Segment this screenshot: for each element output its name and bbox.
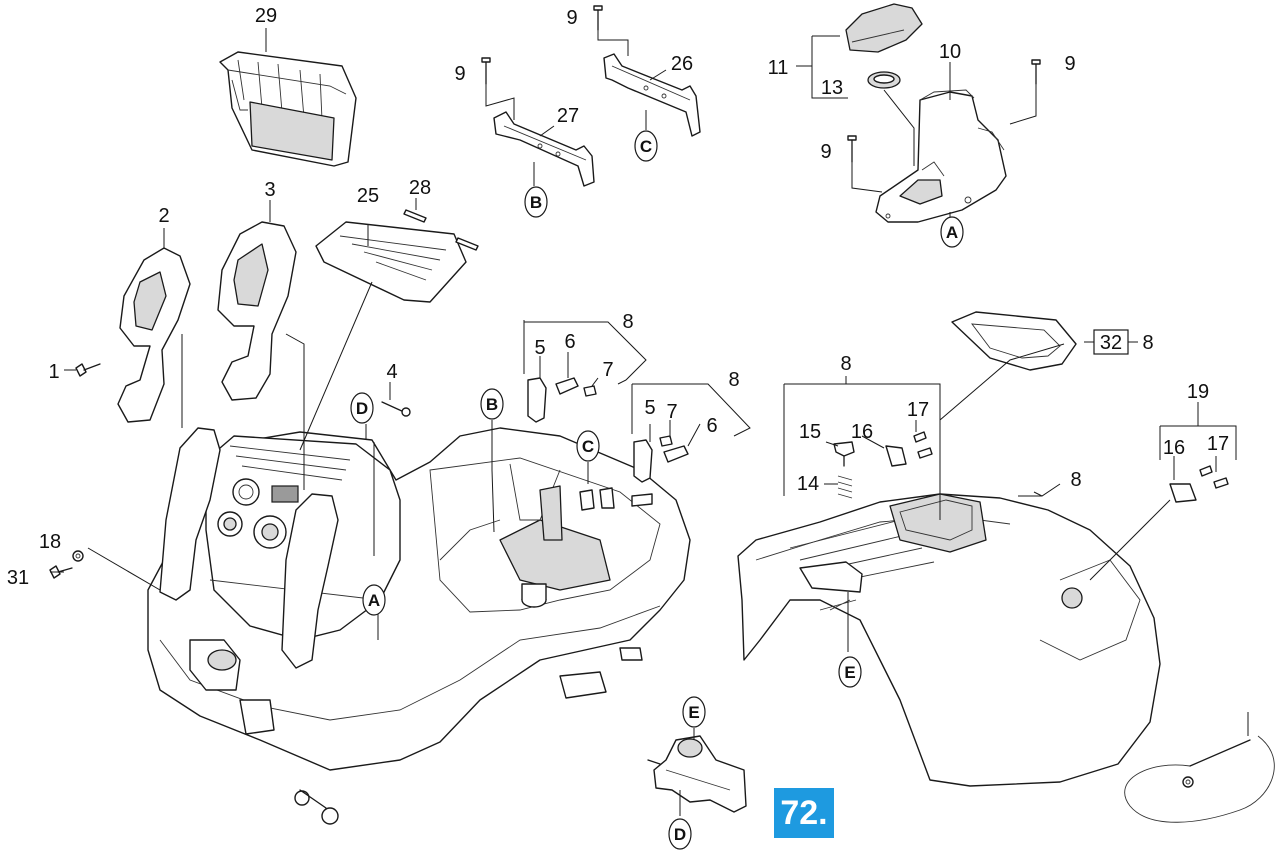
screw-1 — [75, 363, 101, 377]
label-7: 7 — [666, 401, 677, 423]
label-16: 16 — [1163, 437, 1185, 459]
svg-text:C: C — [582, 437, 594, 456]
base-chassis — [147, 427, 691, 825]
screw-4 — [381, 401, 411, 417]
part-13-grommet — [867, 71, 901, 89]
label-15: 15 — [799, 421, 821, 443]
label-8: 19 — [1187, 381, 1209, 403]
ref-marker-d-bracket: D — [668, 818, 692, 850]
svg-text:A: A — [368, 591, 380, 610]
part-29-storage-tray — [219, 51, 357, 167]
parts-14-17 — [833, 431, 1229, 503]
part-10-housing — [875, 89, 1007, 223]
label-8: 8 — [728, 369, 739, 391]
label-7: 7 — [602, 359, 613, 381]
sensor-bracket — [647, 735, 747, 813]
ref-marker-c-top: C — [634, 130, 658, 162]
part-32-gasket — [951, 311, 1077, 371]
label-3: 3 — [264, 179, 275, 201]
label-2: 2 — [158, 205, 169, 227]
reference-markers: B C A D B C A E — [350, 130, 964, 850]
ref-marker-a-top: A — [940, 216, 964, 248]
svg-text:D: D — [356, 399, 368, 418]
label-10: 10 — [939, 41, 961, 63]
svg-text:C: C — [640, 137, 652, 156]
part-26-bracket — [603, 53, 701, 137]
svg-text:D: D — [674, 825, 686, 844]
label-9: 9 — [1064, 53, 1075, 75]
label-8: 8 — [1070, 469, 1081, 491]
leader-lines — [50, 28, 1249, 816]
label-8: 8 — [1142, 332, 1153, 354]
part-5-clip-set-2 — [631, 435, 689, 507]
svg-text:E: E — [688, 703, 699, 722]
label-16: 16 — [851, 421, 873, 443]
label-9: 9 — [566, 7, 577, 29]
label-19: 18 — [39, 531, 61, 553]
svg-text:A: A — [946, 223, 958, 242]
label-8: 8 — [840, 353, 851, 375]
shroud-housing — [737, 493, 1161, 787]
svg-text:B: B — [486, 395, 498, 414]
label-29: 29 — [255, 5, 277, 27]
label-8: 8 — [622, 311, 633, 333]
ref-marker-b-base: B — [480, 388, 504, 420]
part-28-pins — [403, 209, 479, 251]
part-31-cable — [1124, 735, 1275, 823]
label-5: 5 — [534, 337, 545, 359]
label-11: 11 — [768, 57, 789, 79]
label-14: 14 — [797, 473, 819, 495]
part-25-lid — [315, 221, 467, 303]
ref-marker-b-top: B — [524, 186, 548, 218]
label-32: 32 — [1100, 332, 1122, 354]
ref-marker-c-base: C — [576, 430, 600, 462]
label-6: 6 — [564, 331, 575, 353]
label-6: 6 — [706, 415, 717, 437]
part-11-cap — [845, 3, 923, 53]
label-9: 9 — [454, 63, 465, 85]
label-32-box — [1093, 329, 1129, 355]
label-17: 17 — [1207, 433, 1229, 455]
ref-marker-e-shroud: E — [838, 656, 862, 688]
ref-marker-d-base: D — [350, 392, 374, 424]
label-13: 13 — [821, 77, 843, 99]
part-2-handle — [117, 247, 191, 423]
label-27: 27 — [557, 105, 579, 127]
svg-text:B: B — [530, 193, 542, 212]
page-number-badge: 72. — [774, 788, 834, 838]
part-3-handle — [217, 221, 297, 401]
part-number-labels: 29 9 26 11 13 10 9 9 27 9 28 2 3 25 8 5 … — [7, 5, 1229, 589]
ref-marker-a-base: A — [362, 584, 386, 616]
screw-9-parts — [481, 5, 1041, 163]
washer-19-screw-18 — [49, 550, 84, 579]
part-27-bracket — [493, 111, 595, 187]
part-5-clip-set-1 — [527, 377, 597, 423]
svg-text:E: E — [844, 663, 855, 682]
label-9: 9 — [820, 141, 831, 163]
label-25: 25 — [357, 185, 379, 207]
label-1: 1 — [48, 361, 59, 383]
label-26: 26 — [671, 53, 693, 75]
ref-marker-e-bracket: E — [682, 696, 706, 728]
label-28: 28 — [409, 177, 431, 199]
label-5: 5 — [644, 397, 655, 419]
label-17: 17 — [907, 399, 929, 421]
label-18: 31 — [7, 567, 29, 589]
label-4: 4 — [386, 361, 397, 383]
